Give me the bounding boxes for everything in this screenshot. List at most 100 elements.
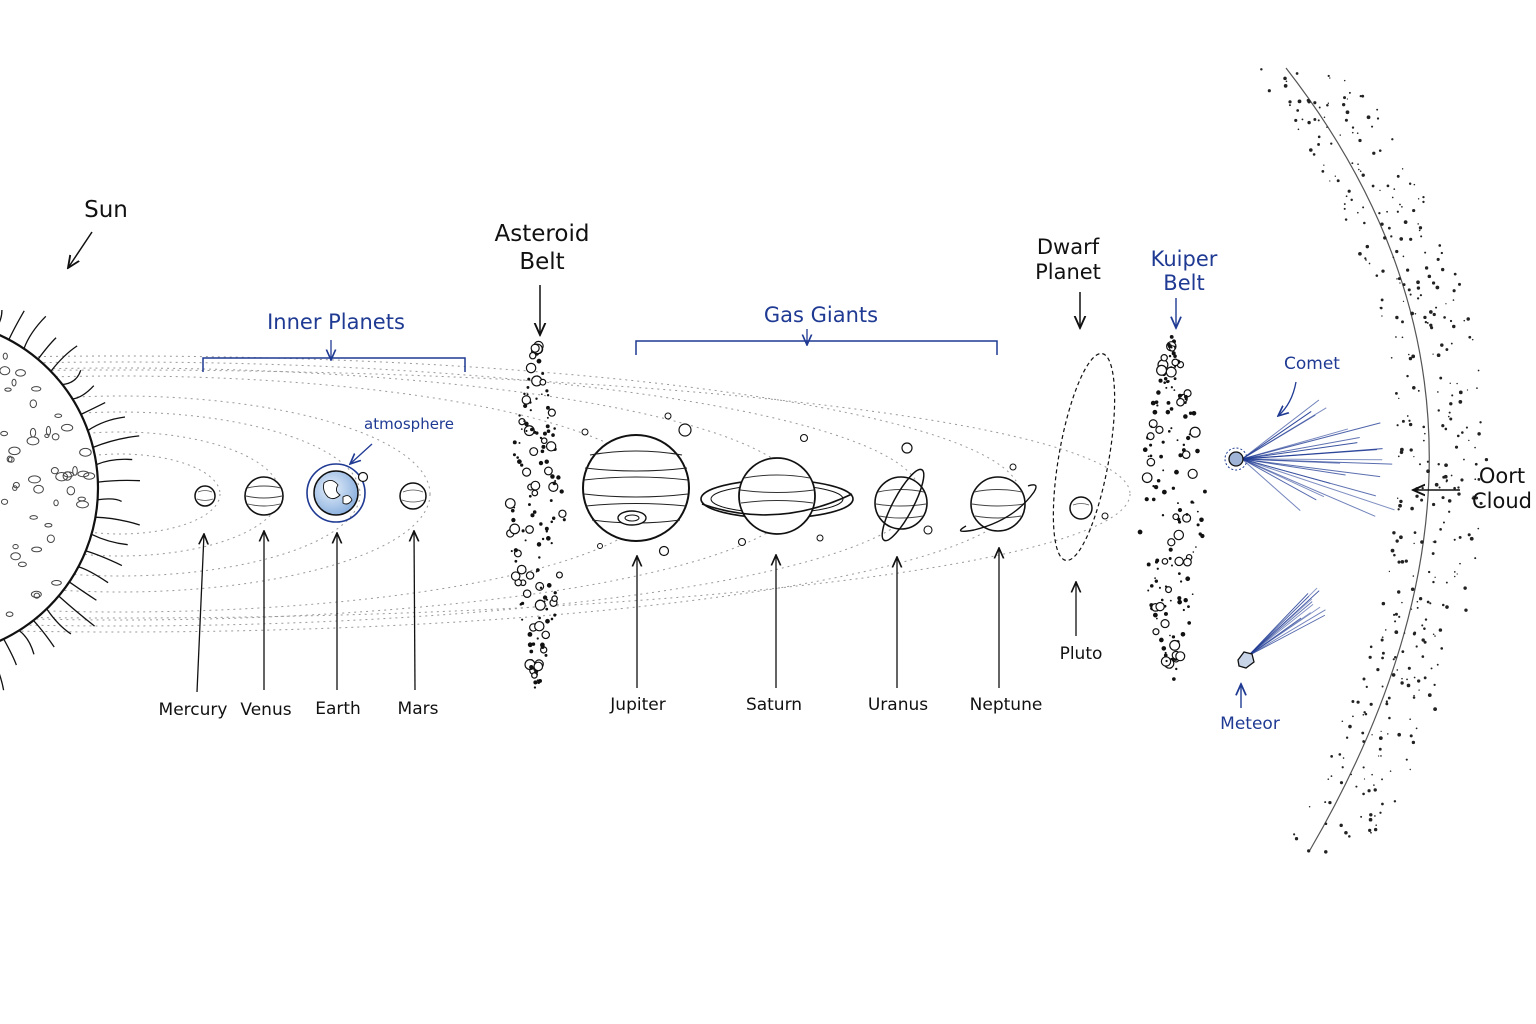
- oort-dot: [1341, 766, 1344, 769]
- sun-spot: [31, 386, 42, 392]
- oort-dot: [1399, 535, 1403, 540]
- oort-dot: [1379, 189, 1381, 192]
- oort-dot: [1385, 702, 1389, 706]
- oort-dot: [1336, 179, 1340, 183]
- belt-dust: [1167, 430, 1171, 433]
- oort-dot: [1362, 792, 1365, 796]
- oort-dot: [1389, 770, 1392, 772]
- inner-planets-bracket: [202, 357, 466, 372]
- oort-dot: [1395, 539, 1399, 543]
- sun-spot: [50, 467, 59, 475]
- belt-dust: [1156, 478, 1161, 483]
- comet-tail-streak: [1241, 458, 1383, 461]
- oort-dot: [1396, 669, 1399, 671]
- belt-dust: [559, 489, 564, 494]
- sun-ray: [23, 315, 47, 349]
- oort-dot: [1381, 269, 1385, 273]
- oort-dot: [1378, 747, 1382, 751]
- oort-dot: [1372, 151, 1376, 155]
- oort-dot: [1452, 299, 1455, 301]
- belt-dust: [544, 459, 549, 464]
- oort-dot: [1464, 608, 1468, 612]
- comet-tail-streak: [1241, 414, 1316, 460]
- sun-spot: [62, 471, 72, 481]
- oort-dot: [1405, 758, 1408, 761]
- oort-dot: [1362, 740, 1366, 743]
- sun-spot: [66, 486, 76, 496]
- belt-rock: [1146, 457, 1156, 467]
- belt-dust: [1155, 617, 1158, 620]
- meteor-tail-streak: [1247, 609, 1326, 657]
- oort-dot: [1426, 600, 1430, 604]
- oort-dot: [1392, 658, 1395, 661]
- oort-dot: [1412, 386, 1416, 390]
- oort-dot: [1453, 486, 1456, 490]
- oort-dot: [1413, 694, 1415, 697]
- belt-dust: [533, 430, 537, 434]
- oort-dot: [1358, 168, 1360, 171]
- oort-dot: [1393, 800, 1397, 803]
- sun-spot: [0, 430, 9, 437]
- belt-dust: [518, 414, 521, 417]
- belt-dust: [520, 601, 525, 605]
- oort-dot: [1447, 415, 1450, 418]
- oort-dot: [1422, 200, 1425, 204]
- belt-dust: [541, 537, 545, 541]
- oort-dot: [1438, 244, 1442, 247]
- oort-dot: [1381, 685, 1384, 688]
- sun-spot: [29, 399, 37, 409]
- belt-rock: [533, 661, 544, 672]
- belt-dust: [536, 358, 542, 364]
- belt-dust: [1203, 489, 1207, 494]
- oort-dot: [1383, 236, 1387, 240]
- belt-dust: [1195, 546, 1197, 548]
- oort-dot: [1415, 494, 1419, 498]
- sun-ray: [97, 479, 140, 483]
- oort-dot: [1409, 448, 1413, 452]
- oort-dot: [1308, 806, 1311, 808]
- meteor-label: Meteor: [1220, 714, 1280, 734]
- oort-dot: [1397, 508, 1400, 511]
- uranus: [874, 442, 933, 542]
- belt-rock: [529, 447, 539, 457]
- oort-dot: [1416, 606, 1419, 609]
- oort-dot: [1406, 268, 1410, 272]
- belt-dust: [1156, 390, 1161, 395]
- belt-dust: [1147, 455, 1150, 458]
- belt-dust: [1173, 377, 1177, 381]
- oort-dot: [1442, 521, 1445, 524]
- oort-dot: [1437, 463, 1440, 466]
- planet-label-saturn: Saturn: [745, 695, 803, 715]
- belt-rock: [1155, 425, 1164, 434]
- oort-dot: [1393, 188, 1396, 190]
- oort-dot: [1334, 175, 1336, 177]
- oort-dot: [1398, 503, 1402, 508]
- oort-dot: [1397, 732, 1402, 737]
- sun-label: Sun: [84, 197, 128, 223]
- oort-dot: [1368, 817, 1373, 822]
- oort-dot: [1374, 815, 1376, 817]
- oort-dot: [1465, 426, 1468, 429]
- oort-dot: [1378, 736, 1383, 741]
- belt-dust: [1192, 551, 1195, 553]
- belt-dust: [1151, 497, 1156, 502]
- belt-rock: [535, 581, 545, 591]
- oort-dot: [1395, 249, 1399, 254]
- oort-dot: [1368, 828, 1372, 832]
- oort-dot: [1412, 696, 1416, 699]
- sun-ray: [18, 629, 35, 655]
- oort-dot: [1443, 474, 1448, 479]
- oort-dot: [1404, 559, 1408, 563]
- oort-dot: [1356, 211, 1359, 214]
- oort-dot: [1427, 693, 1432, 698]
- oort-dot: [1429, 310, 1433, 314]
- oort-dot: [1295, 72, 1299, 75]
- oort-dot: [1371, 184, 1375, 188]
- belt-dust: [532, 510, 537, 514]
- mars: [399, 482, 427, 510]
- oort-dot: [1348, 835, 1351, 838]
- oort-dot: [1348, 724, 1352, 729]
- oort-dot: [1390, 235, 1393, 238]
- sun-spot: [79, 447, 92, 457]
- belt-dust: [1161, 489, 1167, 495]
